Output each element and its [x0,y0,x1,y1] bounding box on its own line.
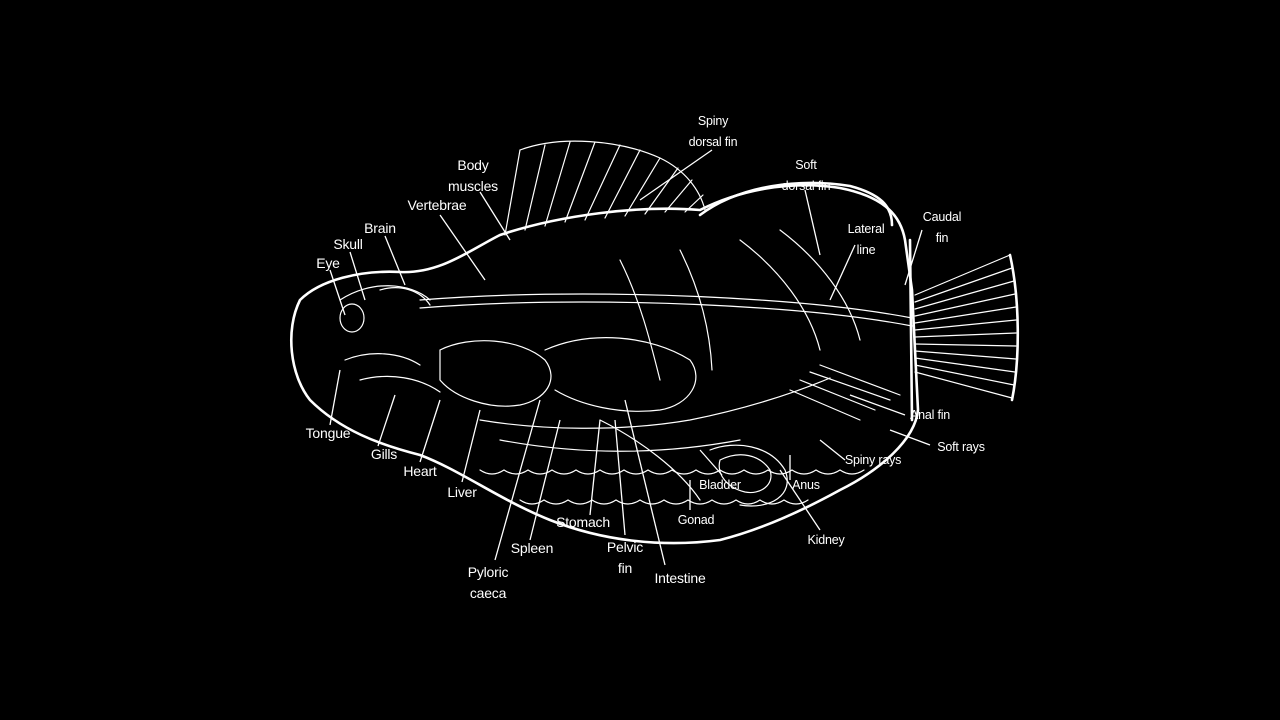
label-spleen: Spleen [510,540,554,556]
label-heart: Heart [403,463,437,479]
label-stomach: Stomach [556,514,610,530]
spiny-dorsal-fin-rays [504,140,706,236]
fish-body-outline [290,183,920,545]
label-kidney: Kidney [807,533,845,547]
label-soft-rays: Soft rays [937,440,985,454]
label-liver: Liver [447,484,477,500]
label-skull: Skull [333,236,363,252]
eye-shape [339,303,365,333]
label-vertebrae: Vertebrae [407,197,467,213]
label-spiny-rays: Spiny rays [844,453,902,467]
label-tongue: Tongue [305,425,351,441]
label-eye: Eye [316,255,340,271]
label-anus: Anus [792,478,820,492]
caudal-fin-rays [914,253,1020,402]
label-anal-fin: Anal fin [909,408,951,422]
label-intestine: Intestine [654,570,706,586]
label-brain: Brain [364,220,396,236]
label-gills: Gills [370,446,398,462]
label-bladder: Bladder [699,478,741,492]
leader-lines [329,149,931,566]
label-gonad: Gonad [677,513,715,527]
